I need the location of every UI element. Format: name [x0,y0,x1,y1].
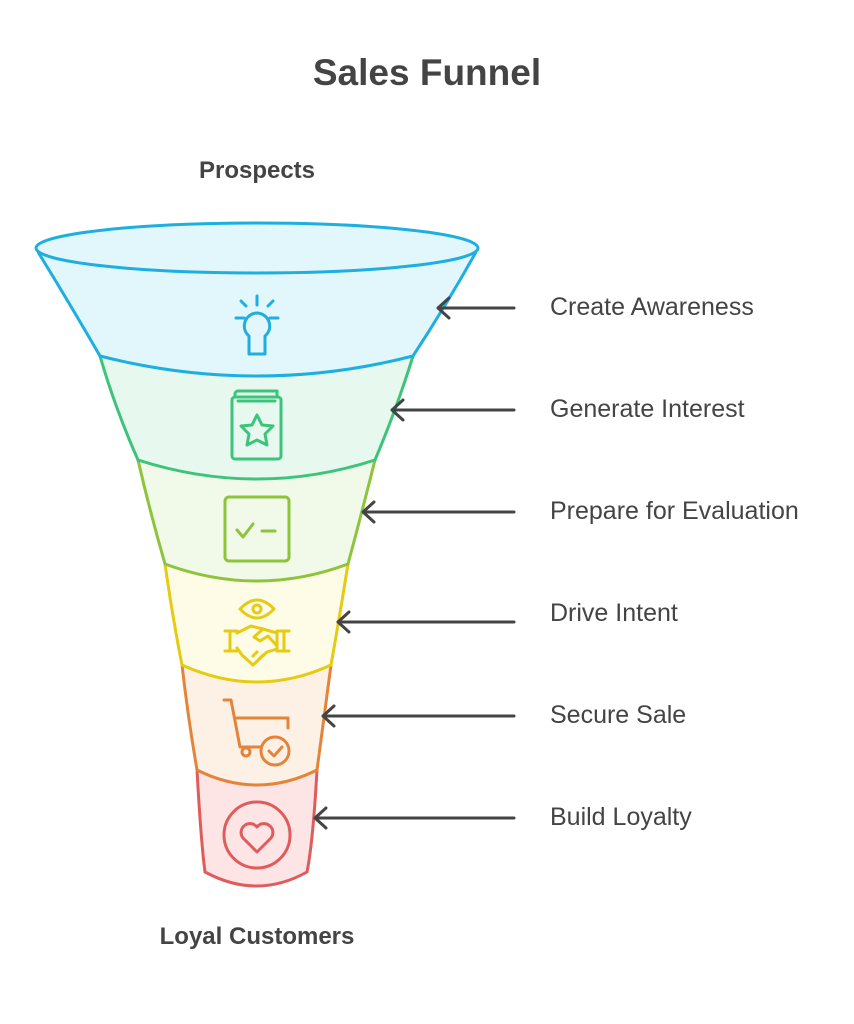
funnel-bottom-label: Loyal Customers [159,923,355,950]
arrow-prepare-for-evaluation [361,500,516,524]
arrow-create-awareness [436,296,516,320]
stage-label-create-awareness: Create Awareness [550,293,754,321]
heart-icon [222,800,292,870]
stage-label-prepare-for-evaluation: Prepare for Evaluation [550,497,799,525]
star-book-icon [230,389,283,461]
eye-handshake-icon [223,598,291,667]
lightbulb-icon [234,294,280,356]
stage-label-secure-sale: Secure Sale [550,701,687,729]
stage-label-drive-intent: Drive Intent [550,599,678,627]
checklist-icon [223,495,291,563]
arrow-build-loyalty [313,806,516,830]
cart-check-icon [222,698,291,767]
funnel-segment-drive-intent [163,563,350,684]
funnel-top-rim [34,221,480,275]
funnel-segment-prepare-for-evaluation [136,459,377,583]
stage-label-generate-interest: Generate Interest [550,395,745,423]
arrow-secure-sale [321,704,516,728]
arrow-drive-intent [336,610,516,634]
diagram-title: Sales Funnel [312,52,542,93]
stage-label-build-loyalty: Build Loyalty [550,803,692,831]
funnel-segment-secure-sale [180,664,333,787]
arrow-generate-interest [390,398,516,422]
funnel-top-label: Prospects [198,157,316,184]
